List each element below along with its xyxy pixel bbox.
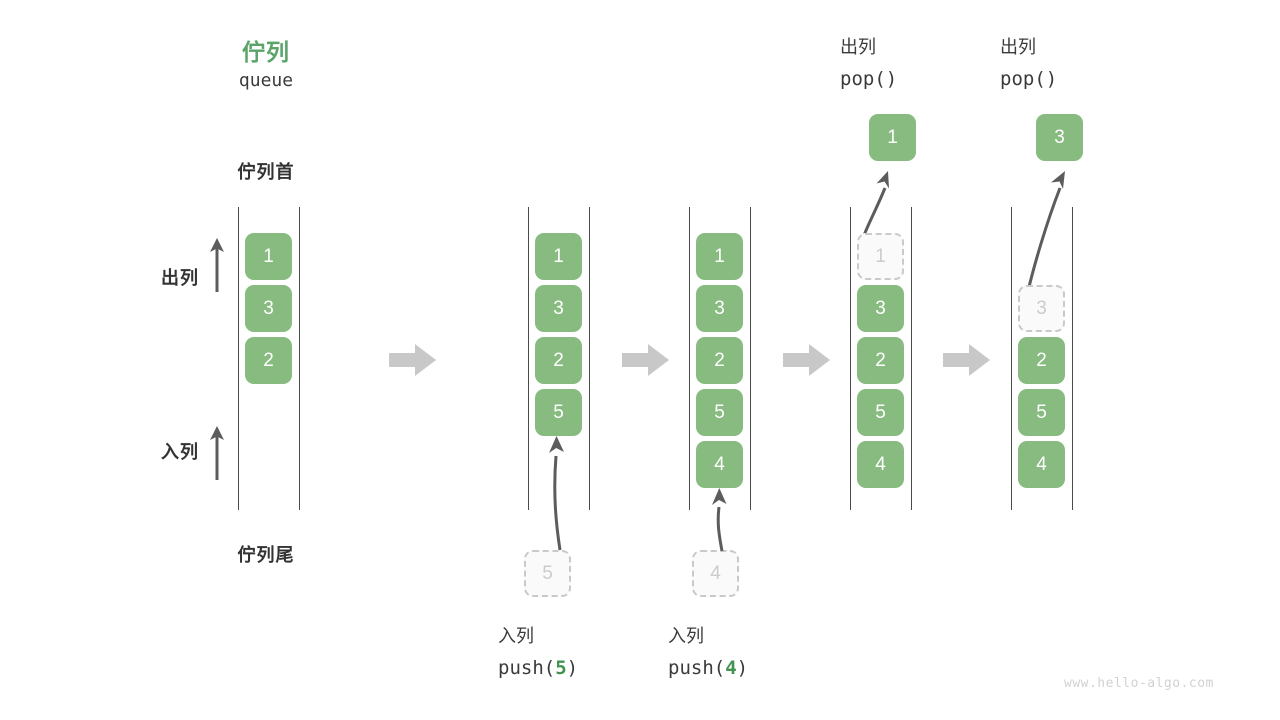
push-code-suffix-4: ) <box>736 657 749 679</box>
push-code-suffix-5: ) <box>566 657 579 679</box>
push-code-arg-4: 4 <box>725 657 737 679</box>
queue-column-initial: 1 3 2 <box>245 233 292 384</box>
pop-label-code-3: pop() <box>1000 68 1058 90</box>
queue-rail-right-col5 <box>1072 207 1073 510</box>
queue-cell: 3 <box>245 285 292 332</box>
queue-head-label: 佇列首 <box>237 162 295 182</box>
queue-cell-empty <box>1018 233 1065 280</box>
queue-cell: 1 <box>245 233 292 280</box>
queue-cell: 3 <box>535 285 582 332</box>
queue-cell: 1 <box>696 233 743 280</box>
push-label-cn-5: 入列 <box>498 626 534 646</box>
queue-cell-new: 4 <box>696 441 743 488</box>
queue-cell: 3 <box>696 285 743 332</box>
queue-rail-left-col2 <box>528 207 529 510</box>
enqueue-direction-arrow-icon <box>206 424 228 480</box>
watermark: www.hello-algo.com <box>1064 676 1214 691</box>
pop-arrow-icon-3 <box>1018 168 1078 293</box>
queue-rail-right-col3 <box>750 207 751 510</box>
queue-cell: 1 <box>535 233 582 280</box>
transition-arrow-icon-1 <box>389 343 437 377</box>
pop-arrow-icon-1 <box>858 168 906 240</box>
push-label-cn-4: 入列 <box>668 626 704 646</box>
queue-tail-label: 佇列尾 <box>237 545 295 565</box>
queue-rail-left-col1 <box>238 207 239 510</box>
queue-column-pop-3: 3 2 5 4 <box>1018 233 1065 488</box>
queue-cell-removed: 3 <box>1018 285 1065 332</box>
diagram-title-cn: 佇列 <box>242 39 290 65</box>
diagram-title-code: queue <box>238 70 294 91</box>
queue-cell: 4 <box>857 441 904 488</box>
queue-rail-left-col4 <box>850 207 851 510</box>
push-label-code-4: push(4) <box>668 657 828 679</box>
push-arrow-icon-4 <box>705 485 741 553</box>
queue-cell: 3 <box>857 285 904 332</box>
push-code-prefix-5: push( <box>498 657 556 679</box>
dequeue-direction-arrow-icon <box>206 236 228 292</box>
queue-rail-right-col4 <box>911 207 912 510</box>
push-label-code-5: push(5) <box>498 657 658 679</box>
queue-cell-removed: 1 <box>857 233 904 280</box>
queue-column-push-4: 1 3 2 5 4 <box>696 233 743 488</box>
push-code-arg-5: 5 <box>555 657 567 679</box>
queue-cell: 4 <box>1018 441 1065 488</box>
queue-column-push-5: 1 3 2 5 <box>535 233 582 436</box>
queue-rail-right-col1 <box>299 207 300 510</box>
queue-cell: 5 <box>696 389 743 436</box>
queue-cell: 5 <box>1018 389 1065 436</box>
queue-cell: 2 <box>245 337 292 384</box>
queue-cell: 2 <box>696 337 743 384</box>
transition-arrow-icon-2 <box>622 343 670 377</box>
queue-rail-left-col5 <box>1011 207 1012 510</box>
queue-cell: 2 <box>857 337 904 384</box>
pop-label-cn-3: 出列 <box>1000 37 1036 57</box>
popped-cell-3: 3 <box>1036 114 1083 161</box>
queue-cell-new: 5 <box>535 389 582 436</box>
queue-cell: 2 <box>1018 337 1065 384</box>
push-code-prefix-4: push( <box>668 657 726 679</box>
transition-arrow-icon-4 <box>943 343 991 377</box>
enqueue-side-label: 入列 <box>161 442 199 462</box>
queue-rail-right-col2 <box>589 207 590 510</box>
push-source-ghost-cell-5: 5 <box>524 550 571 597</box>
dequeue-side-label: 出列 <box>161 268 199 288</box>
transition-arrow-icon-3 <box>783 343 831 377</box>
queue-column-pop-1: 1 3 2 5 4 <box>857 233 904 488</box>
queue-rail-left-col3 <box>689 207 690 510</box>
push-source-ghost-cell-4: 4 <box>692 550 739 597</box>
queue-cell: 2 <box>535 337 582 384</box>
pop-label-code-1: pop() <box>840 68 898 90</box>
push-arrow-icon-5 <box>540 432 580 552</box>
popped-cell-1: 1 <box>869 114 916 161</box>
queue-cell: 5 <box>857 389 904 436</box>
pop-label-cn-1: 出列 <box>840 37 876 57</box>
